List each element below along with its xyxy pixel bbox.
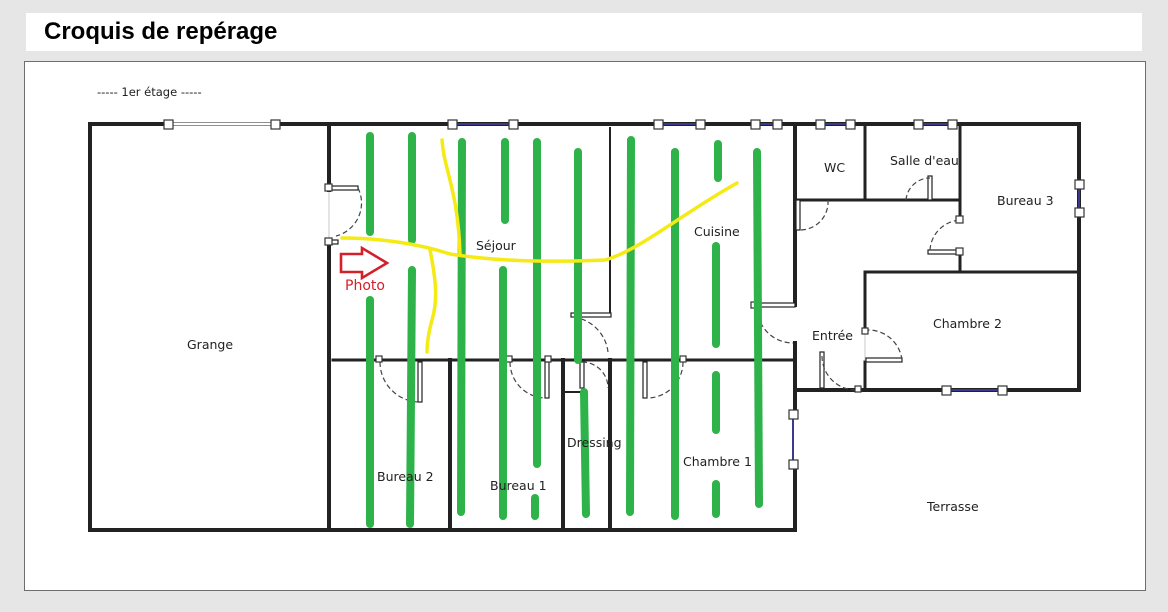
room-label-dressing: Dressing — [567, 435, 622, 450]
title-bar: Croquis de repérage — [26, 13, 1142, 51]
room-label-chambre-2: Chambre 2 — [933, 316, 1002, 331]
photo-label: Photo — [345, 278, 385, 294]
photo-arrow-icon — [339, 245, 390, 281]
wall-left-bottom — [88, 122, 797, 532]
room-label-grange: Grange — [187, 337, 233, 352]
room-label-sejour: Séjour — [476, 238, 517, 253]
walls — [88, 122, 1081, 532]
room-label-bureau-3: Bureau 3 — [997, 193, 1054, 208]
yellow-marks — [340, 138, 739, 354]
room-label-chambre-1: Chambre 1 — [683, 454, 752, 469]
room-label-wc: WC — [824, 160, 845, 175]
wall-top — [88, 122, 1081, 274]
green-marks — [366, 132, 763, 528]
doors — [329, 175, 961, 403]
room-label-terrasse: Terrasse — [926, 499, 979, 514]
floor-label: ----- 1er étage ----- — [97, 85, 202, 99]
room-label-salle-eau: Salle d'eau — [890, 153, 959, 168]
room-label-entree: Entrée — [812, 328, 853, 343]
page-title: Croquis de repérage — [44, 18, 278, 45]
room-label-cuisine: Cuisine — [694, 224, 740, 239]
room-label-bureau-1: Bureau 1 — [490, 478, 547, 493]
door-swings — [335, 177, 963, 403]
windows — [163, 119, 1085, 470]
room-label-bureau-2: Bureau 2 — [377, 469, 434, 484]
